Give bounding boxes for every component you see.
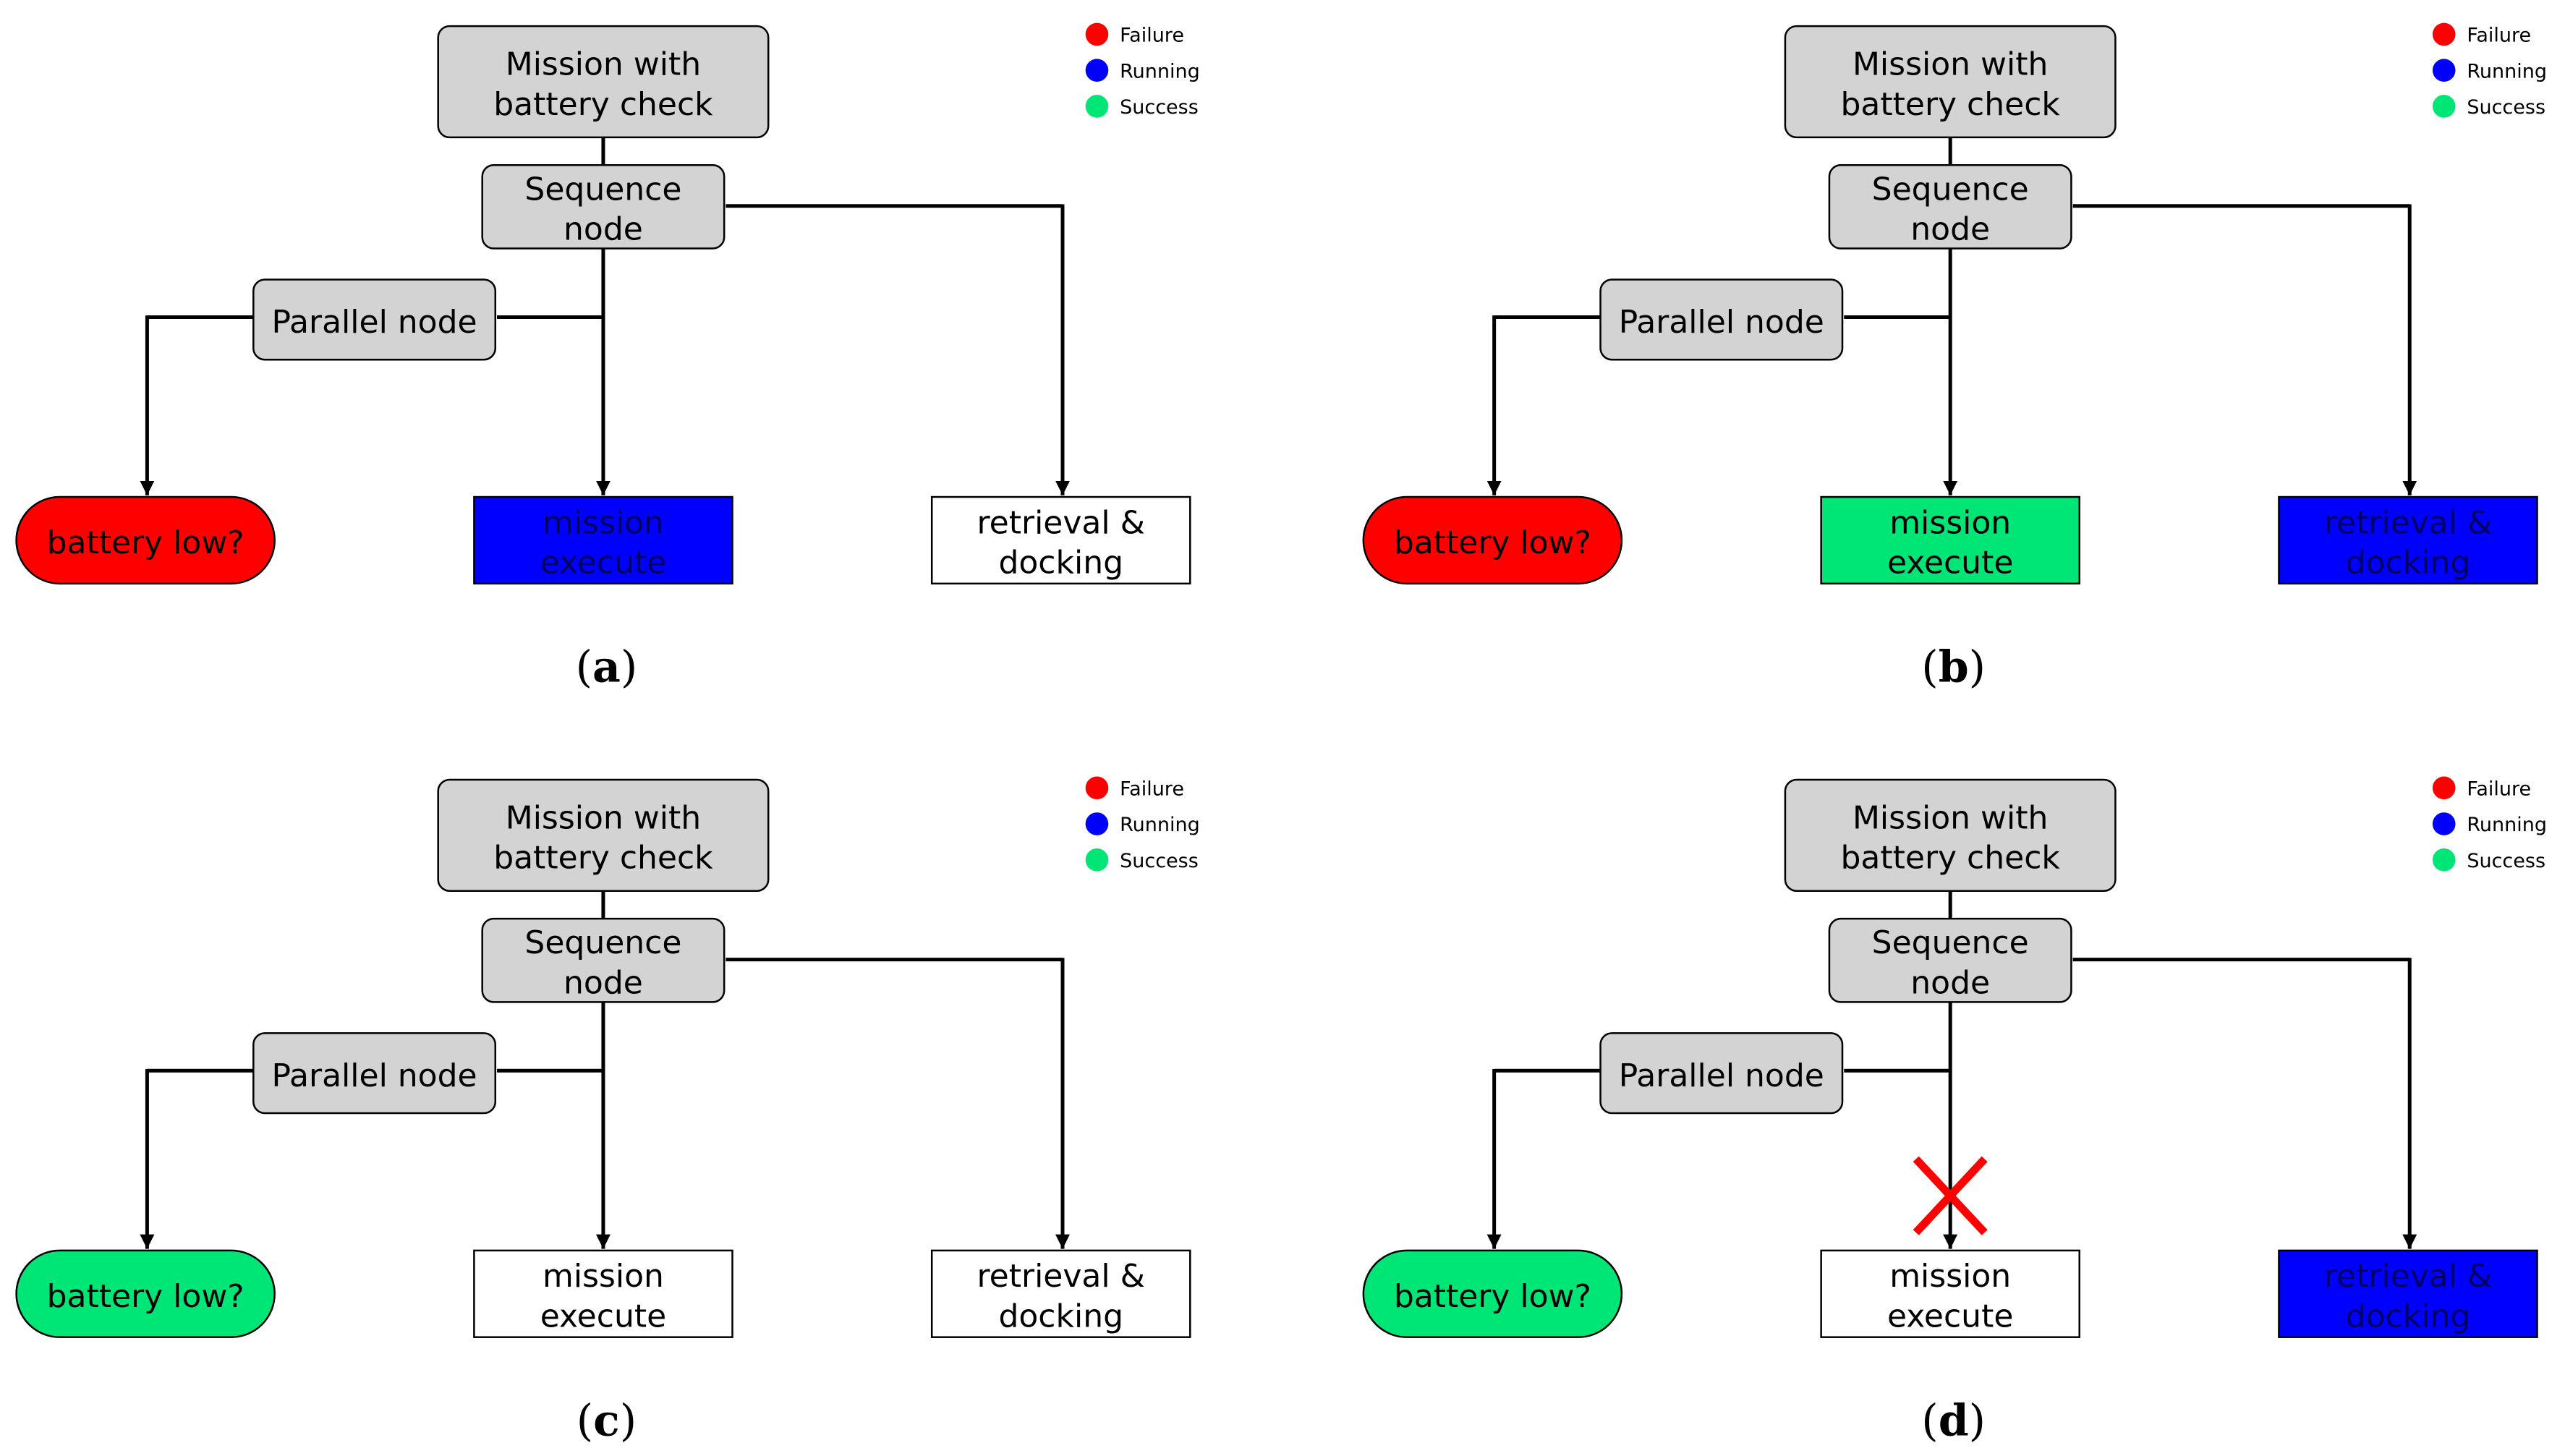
- panel-caption: (b): [1921, 642, 1986, 692]
- condition-node-battery-low: [1362, 1249, 1623, 1338]
- panel-caption: (a): [576, 642, 638, 692]
- sequence-node: [481, 917, 726, 1003]
- condition-node-label: battery low?: [1394, 1278, 1591, 1315]
- condition-node-battery-low: [15, 1249, 276, 1338]
- legend-dot-running: [1085, 812, 1109, 835]
- condition-node-battery-low: [15, 495, 276, 585]
- legend-label-running: Running: [1120, 60, 1200, 82]
- panel-caption: (c): [577, 1395, 637, 1446]
- legend-label-success: Success: [1120, 96, 1199, 119]
- panel-caption: (d): [1921, 1395, 1986, 1446]
- retrieval-node-label: retrieval &docking: [2324, 1258, 2492, 1334]
- parallel-node-label: Parallel node: [271, 304, 477, 341]
- legend-label-failure: Failure: [2467, 25, 2531, 47]
- panel-caption-letter: d: [1939, 1395, 1969, 1446]
- panel-caption-letter: b: [1939, 642, 1969, 692]
- parallel-node: [1599, 1032, 1844, 1115]
- parallel-node-label: Parallel node: [1619, 1057, 1824, 1094]
- legend-dot-success: [2432, 95, 2456, 118]
- action-node-mission-execute: [473, 1249, 733, 1338]
- retrieval-node-label: retrieval &docking: [977, 504, 1145, 581]
- parallel-node-label: Parallel node: [1619, 304, 1824, 341]
- cancel-cross-icon: [1913, 1156, 1988, 1235]
- sequence-node: [1828, 164, 2072, 250]
- condition-node-label: battery low?: [1394, 524, 1591, 561]
- parallel-node: [252, 278, 497, 361]
- sequence-node: [481, 164, 726, 250]
- legend-dot-failure: [1085, 22, 1109, 46]
- legend-label-success: Success: [1120, 850, 1199, 872]
- legend-label-success: Success: [2467, 850, 2545, 872]
- panel-caption-letter: c: [593, 1395, 620, 1446]
- action-node-retrieval-docking: [2278, 1249, 2538, 1338]
- legend-label-running: Running: [2467, 60, 2547, 82]
- retrieval-node-label: retrieval &docking: [977, 1258, 1145, 1334]
- action-node-retrieval-docking: [930, 1249, 1191, 1338]
- root-node: [437, 25, 770, 139]
- legend-label-failure: Failure: [2467, 778, 2531, 800]
- legend-dot-failure: [2432, 776, 2456, 800]
- legend-label-failure: Failure: [1120, 25, 1184, 47]
- root-node: [1784, 778, 2117, 892]
- legend-dot-success: [1085, 848, 1109, 872]
- legend-dot-failure: [2432, 22, 2456, 46]
- legend-dot-success: [1085, 95, 1109, 118]
- legend-label-success: Success: [2467, 96, 2545, 119]
- action-node-mission-execute: [473, 495, 733, 585]
- legend-dot-running: [2432, 59, 2456, 82]
- legend-dot-success: [2432, 848, 2456, 872]
- action-node-retrieval-docking: [930, 495, 1191, 585]
- parallel-node: [1599, 278, 1844, 361]
- action-node-mission-execute: [1820, 1249, 2080, 1338]
- sequence-node: [1828, 917, 2072, 1003]
- parallel-node: [252, 1032, 497, 1115]
- root-node: [1784, 25, 2117, 139]
- parallel-node-label: Parallel node: [271, 1057, 477, 1094]
- action-node-retrieval-docking: [2278, 495, 2538, 585]
- condition-node-label: battery low?: [47, 524, 244, 561]
- condition-node-label: battery low?: [47, 1278, 244, 1315]
- legend-label-running: Running: [2467, 814, 2547, 836]
- root-node: [437, 778, 770, 892]
- condition-node-battery-low: [1362, 495, 1623, 585]
- retrieval-node-label: retrieval &docking: [2324, 504, 2492, 581]
- legend-dot-running: [2432, 812, 2456, 835]
- legend-label-failure: Failure: [1120, 778, 1184, 800]
- legend-dot-failure: [1085, 776, 1109, 800]
- legend-dot-running: [1085, 59, 1109, 82]
- legend-label-running: Running: [1120, 814, 1200, 836]
- panel-caption-letter: a: [592, 642, 621, 692]
- action-node-mission-execute: [1820, 495, 2080, 585]
